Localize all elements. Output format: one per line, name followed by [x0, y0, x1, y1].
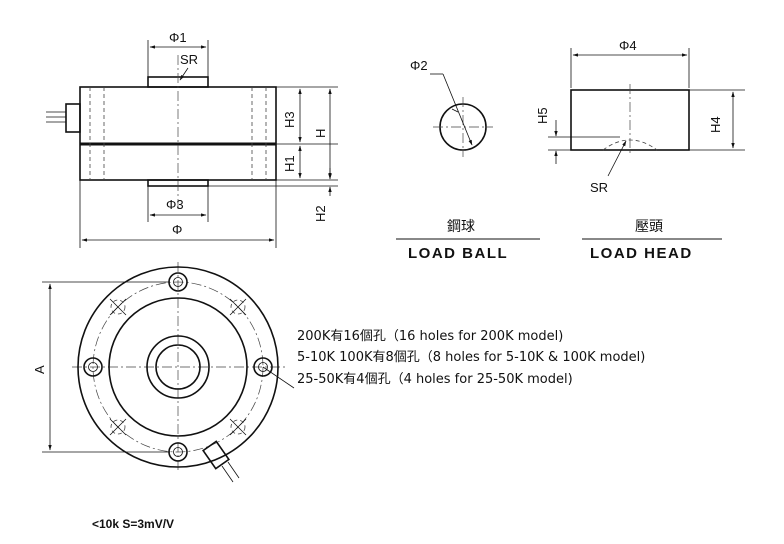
phi2-label: Φ2 — [410, 58, 428, 73]
mounting-hole — [83, 357, 103, 377]
holes-note-25-50k: 25-50K有4個孔（4 holes for 25-50K model) — [297, 372, 573, 387]
sensitivity-spec: <10k S=3mV/V — [92, 517, 174, 531]
load-ball-label-en: LOAD BALL — [408, 245, 508, 262]
cable — [202, 440, 240, 483]
h4-label: H4 — [708, 116, 723, 133]
mounting-hole — [253, 357, 273, 377]
load-head-view: Φ4 H4 H5 SR 壓頭 LOAD HEAD — [535, 38, 745, 262]
cable-gland — [46, 103, 81, 133]
h-label: H — [313, 129, 328, 138]
phi-label: Φ — [172, 222, 182, 237]
load-ball-label-cn: 鋼球 — [447, 219, 475, 235]
h2-label: H2 — [313, 205, 328, 222]
a-label: A — [32, 365, 47, 374]
holes-note-200k: 200K有16個孔（16 holes for 200K model) — [297, 329, 563, 344]
h3-label: H3 — [282, 111, 297, 128]
top-view: A 200K有16個孔（16 holes for 200K model) 5-1… — [32, 262, 645, 483]
phi3-label: Φ3 — [166, 197, 184, 212]
sr-label: SR — [180, 52, 198, 67]
phi1-label: Φ1 — [169, 30, 187, 45]
holes-note-5-10k: 5-10K 100K有8個孔（8 holes for 5-10K & 100K … — [297, 350, 645, 365]
h5-label: H5 — [535, 107, 550, 124]
side-view: Φ1 SR H3 H1 H H2 Φ3 Φ — [46, 30, 338, 248]
load-ball-view: Φ2 鋼球 LOAD BALL — [396, 58, 540, 262]
load-head-label-cn: 壓頭 — [635, 219, 663, 235]
h1-label: H1 — [282, 155, 297, 172]
load-head-sr-label: SR — [590, 180, 608, 195]
optional-hole — [109, 298, 247, 436]
phi4-label: Φ4 — [619, 38, 637, 53]
load-head-label-en: LOAD HEAD — [590, 245, 693, 262]
